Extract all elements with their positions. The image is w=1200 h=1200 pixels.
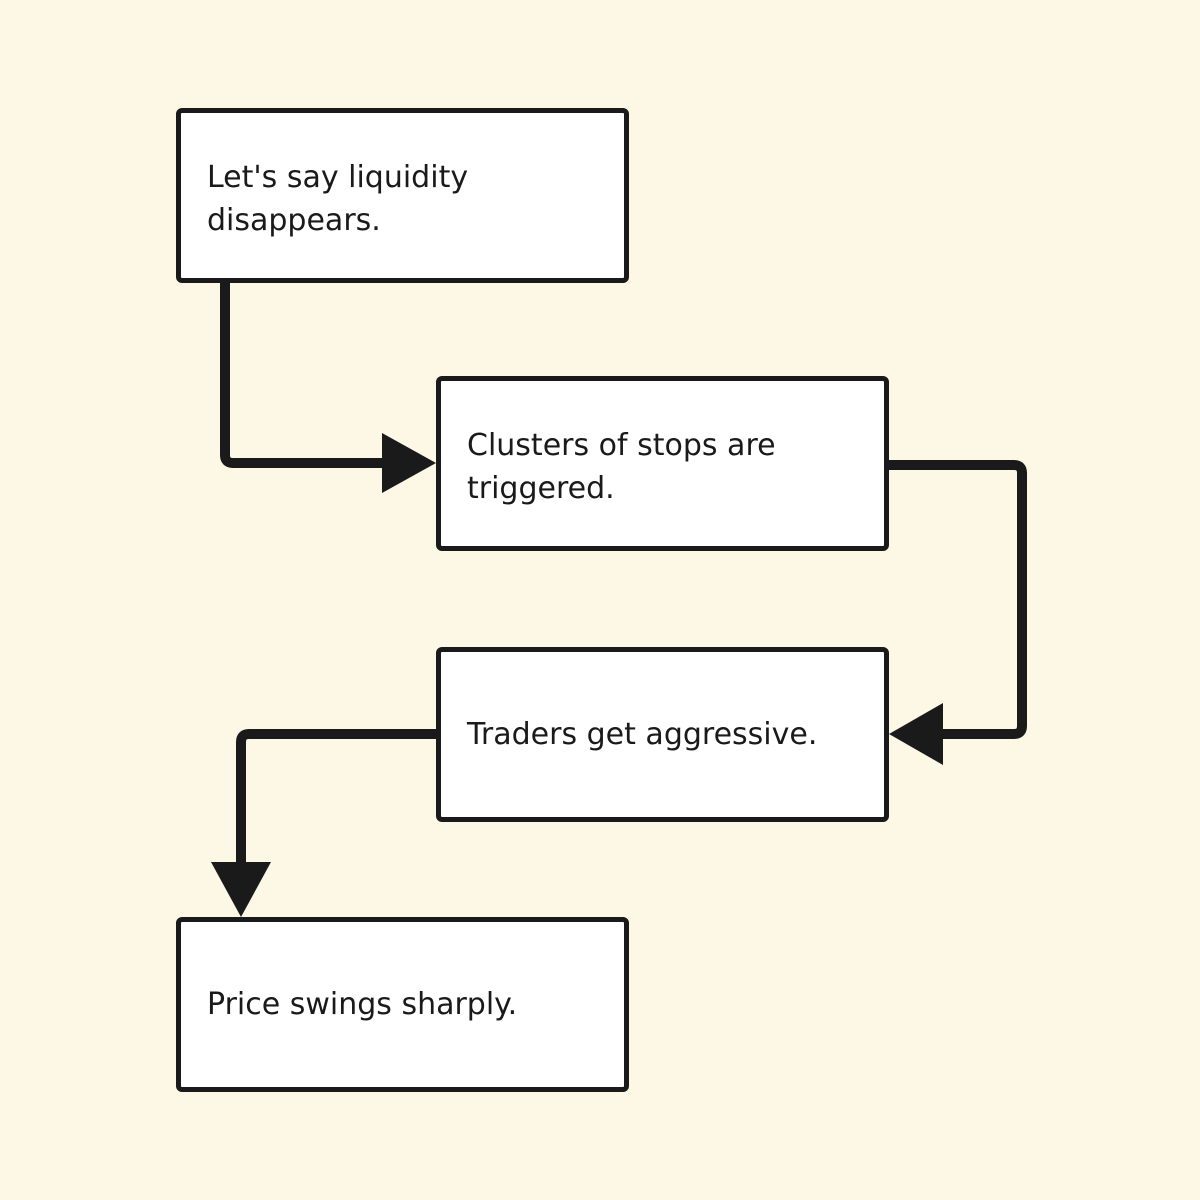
arrowhead-right-icon xyxy=(382,433,436,493)
flow-step-2: Clusters of stops are triggered. xyxy=(436,376,889,551)
connector-1-to-2 xyxy=(220,283,385,468)
arrowhead-left-icon xyxy=(889,703,943,765)
arrowhead-down-icon xyxy=(211,862,271,917)
flow-step-4-text: Price swings sharply. xyxy=(207,987,518,1022)
flow-step-4: Price swings sharply. xyxy=(176,917,629,1092)
connector-3-to-4 xyxy=(236,729,436,866)
flow-step-3: Traders get aggressive. xyxy=(436,647,889,822)
flow-step-3-text: Traders get aggressive. xyxy=(467,717,818,752)
flow-step-1: Let's say liquidity disappears. xyxy=(176,108,629,283)
flow-step-1-text: Let's say liquidity disappears. xyxy=(207,160,469,238)
connector-2-to-3 xyxy=(889,460,1027,739)
flow-step-2-text: Clusters of stops are triggered. xyxy=(467,428,776,506)
